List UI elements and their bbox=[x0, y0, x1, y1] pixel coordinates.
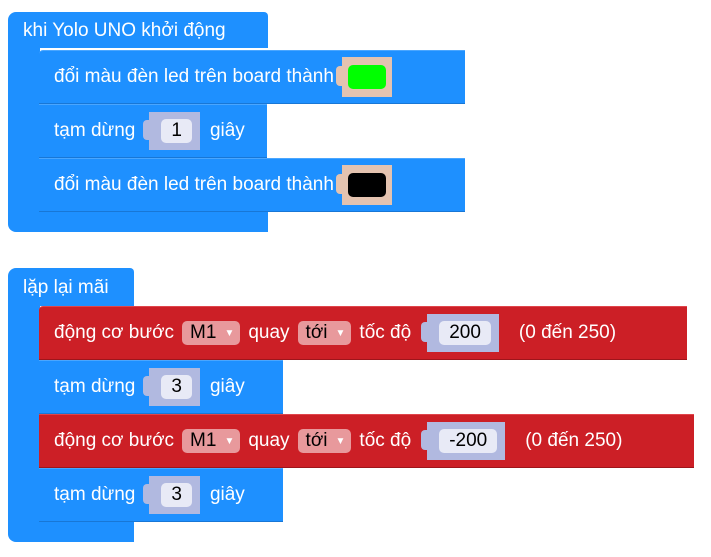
startup-block-c-arm bbox=[8, 48, 40, 214]
speed-range-label: (0 đến 250) bbox=[525, 430, 623, 451]
set-led-label: đổi màu đèn led trên board thành bbox=[54, 174, 334, 195]
rotate-label: quay bbox=[248, 430, 290, 451]
delay-input-slot: 3 bbox=[143, 476, 200, 514]
direction-dropdown[interactable]: tới ▼ bbox=[297, 429, 352, 453]
speed-input-slot: 200 bbox=[421, 314, 499, 352]
stepper-motor-block-1[interactable]: động cơ bước M1 ▼ quay tới ▼ tốc độ 200 … bbox=[39, 306, 687, 360]
delay-label: tạm dừng bbox=[54, 120, 136, 141]
startup-block-header[interactable]: khi Yolo UNO khởi động bbox=[8, 12, 268, 48]
delay-label: tạm dừng bbox=[54, 484, 136, 505]
color-picker-slot[interactable] bbox=[335, 165, 392, 205]
stepper-motor-block-2[interactable]: động cơ bước M1 ▼ quay tới ▼ tốc độ -200… bbox=[39, 414, 694, 468]
delay-value-field[interactable]: 3 bbox=[161, 483, 192, 507]
direction-value: tới bbox=[305, 322, 328, 343]
delay-input-slot: 1 bbox=[143, 112, 200, 150]
rotate-label: quay bbox=[248, 322, 290, 343]
dropdown-arrow-icon: ▼ bbox=[335, 435, 346, 447]
delay-value-field[interactable]: 1 bbox=[161, 119, 192, 143]
dropdown-arrow-icon: ▼ bbox=[224, 435, 235, 447]
direction-dropdown[interactable]: tới ▼ bbox=[297, 321, 352, 345]
speed-label: tốc độ bbox=[359, 430, 412, 451]
dropdown-arrow-icon: ▼ bbox=[335, 327, 346, 339]
delay-input-slot: 3 bbox=[143, 368, 200, 406]
direction-value: tới bbox=[305, 430, 328, 451]
color-picker-slot[interactable] bbox=[335, 57, 392, 97]
forever-block-header[interactable]: lặp lại mãi bbox=[8, 268, 134, 306]
startup-block-footer bbox=[8, 212, 268, 232]
delay-label: tạm dừng bbox=[54, 376, 136, 397]
set-led-label: đổi màu đèn led trên board thành bbox=[54, 66, 334, 87]
delay-block-2[interactable]: tạm dừng 3 giây bbox=[39, 360, 283, 414]
delay-block-1[interactable]: tạm dừng 1 giây bbox=[39, 104, 267, 158]
dropdown-arrow-icon: ▼ bbox=[224, 327, 235, 339]
color-swatch-black[interactable] bbox=[347, 173, 386, 197]
speed-input-slot: -200 bbox=[421, 422, 506, 460]
delay-unit-label: giây bbox=[209, 484, 245, 505]
forever-block-c-arm bbox=[8, 306, 40, 524]
set-led-color-block-2[interactable]: đổi màu đèn led trên board thành bbox=[39, 158, 465, 212]
speed-value-field[interactable]: 200 bbox=[439, 321, 491, 345]
forever-block-footer bbox=[8, 522, 134, 542]
motor-port-dropdown[interactable]: M1 ▼ bbox=[182, 429, 241, 453]
motor-port-value: M1 bbox=[190, 430, 217, 451]
delay-block-3[interactable]: tạm dừng 3 giây bbox=[39, 468, 283, 522]
delay-unit-label: giây bbox=[209, 376, 245, 397]
color-swatch-green[interactable] bbox=[347, 65, 386, 89]
speed-value-field[interactable]: -200 bbox=[439, 429, 498, 453]
speed-range-label: (0 đến 250) bbox=[518, 322, 617, 343]
motor-port-dropdown[interactable]: M1 ▼ bbox=[182, 321, 241, 345]
stepper-label: động cơ bước bbox=[54, 322, 175, 343]
speed-label: tốc độ bbox=[359, 322, 412, 343]
motor-port-value: M1 bbox=[190, 322, 217, 343]
stepper-label: động cơ bước bbox=[54, 430, 175, 451]
forever-header-label: lặp lại mãi bbox=[23, 277, 109, 298]
startup-header-label: khi Yolo UNO khởi động bbox=[23, 20, 226, 41]
delay-unit-label: giây bbox=[209, 120, 245, 141]
set-led-color-block-1[interactable]: đổi màu đèn led trên board thành bbox=[39, 50, 465, 104]
delay-value-field[interactable]: 3 bbox=[161, 375, 192, 399]
